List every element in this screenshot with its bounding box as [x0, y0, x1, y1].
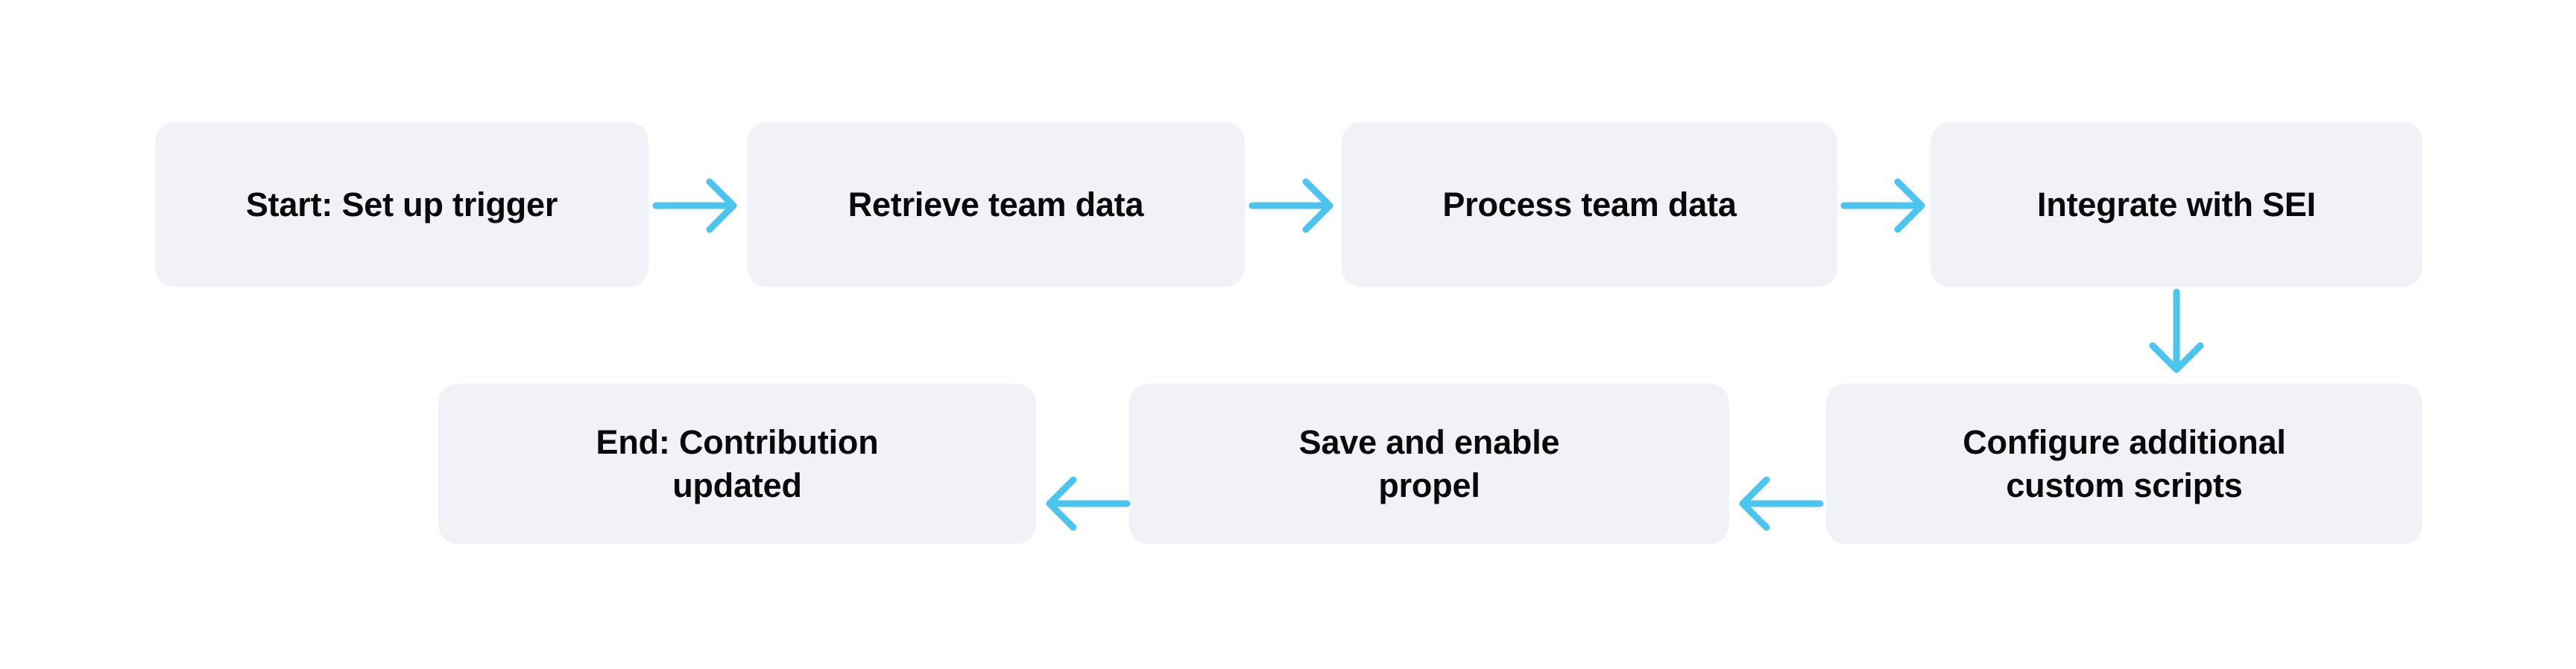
- arrow-retrieve-to-process: [1248, 168, 1339, 243]
- flow-node-save-and-enable-propel[interactable]: Save and enable propel: [1129, 384, 1729, 544]
- flow-node-save-and-enable-propel-label: Save and enable propel: [1298, 422, 1560, 504]
- flow-node-process-team-data-label: Process team data: [1442, 185, 1737, 223]
- flow-node-retrieve-team-data-label: Retrieve team data: [847, 185, 1144, 223]
- arrow-sei-to-configure: [2139, 288, 2214, 378]
- flow-node-end-contribution-updated[interactable]: End: Contribution updated: [438, 384, 1036, 544]
- flow-node-end-contribution-updated-label: End: Contribution updated: [596, 422, 879, 504]
- flow-node-process-team-data[interactable]: Process team data: [1342, 122, 1837, 287]
- arrow-process-to-sei: [1840, 168, 1931, 243]
- flow-node-integrate-with-sei[interactable]: Integrate with SEI: [1931, 122, 2422, 287]
- flow-node-configure-custom-scripts[interactable]: Configure additional custom scripts: [1826, 384, 2422, 544]
- arrow-start-to-retrieve: [652, 168, 742, 243]
- flow-node-start-label: Start: Set up trigger: [245, 185, 558, 223]
- arrow-save-to-end: [1041, 466, 1131, 541]
- flow-node-configure-custom-scripts-label: Configure additional custom scripts: [1963, 422, 2286, 504]
- flow-node-retrieve-team-data[interactable]: Retrieve team data: [747, 122, 1245, 287]
- flow-node-integrate-with-sei-label: Integrate with SEI: [2037, 185, 2316, 223]
- flow-node-start[interactable]: Start: Set up trigger: [155, 122, 648, 287]
- arrow-configure-to-save: [1734, 466, 1824, 541]
